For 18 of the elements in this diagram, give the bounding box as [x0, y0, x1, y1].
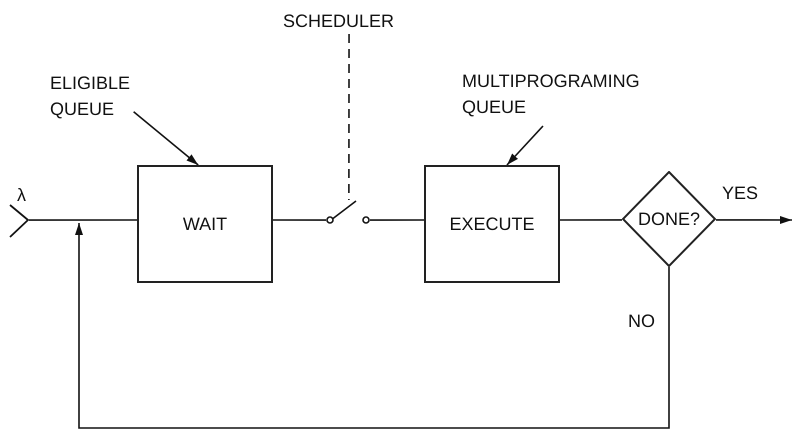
- arrow: [75, 223, 670, 429]
- box-label: EXECUTE: [449, 212, 535, 236]
- arrow: [716, 216, 792, 224]
- decision-label: DONE?: [638, 208, 700, 231]
- connector-line: [29, 219, 137, 221]
- process-box: [424, 165, 560, 283]
- box-label: WAIT: [182, 212, 228, 236]
- leader-line: [133, 111, 199, 166]
- annotation-label: MULTIPROGRAMING QUEUE: [462, 71, 640, 118]
- connector-line: [560, 219, 622, 221]
- leader-line: [506, 125, 544, 166]
- process-box: [137, 165, 273, 283]
- annotation-label: SCHEDULER: [283, 11, 394, 31]
- connector-line: [370, 219, 424, 221]
- input-label: λ: [17, 184, 26, 207]
- annotation-label: ELIGIBLE QUEUE: [50, 73, 130, 120]
- leader-line: [348, 34, 350, 200]
- connector-line: [273, 219, 326, 221]
